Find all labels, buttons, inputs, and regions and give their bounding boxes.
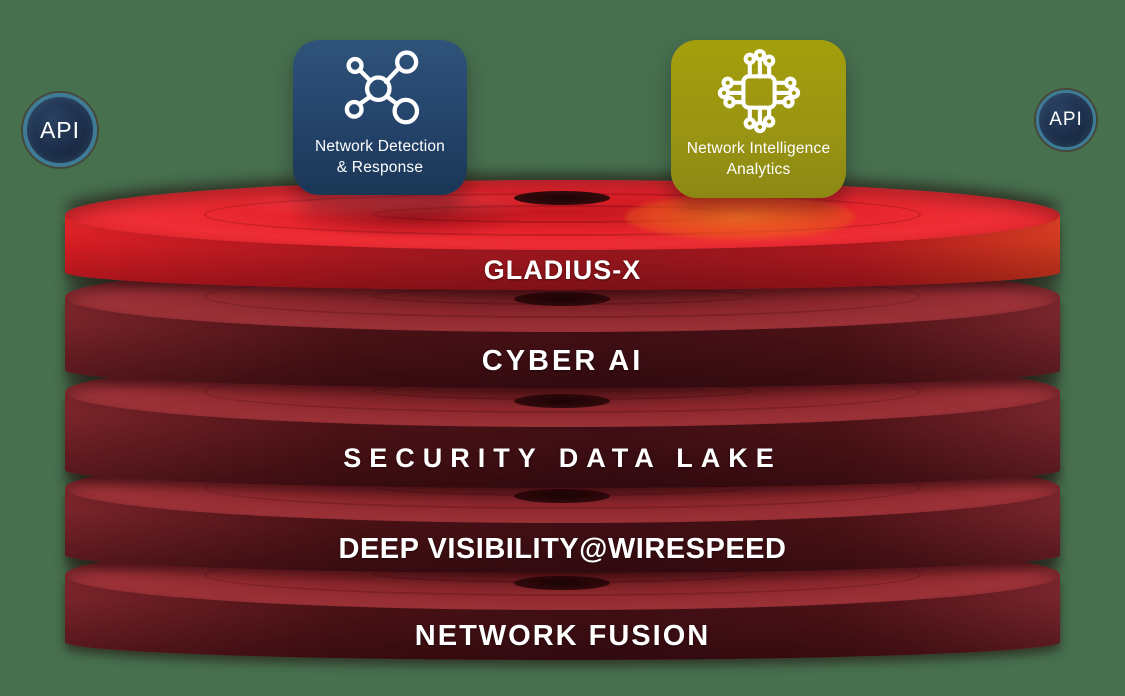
layer-label-gladius-x: GLADIUS-X <box>483 255 642 285</box>
badge-label-line2: Analytics <box>726 161 791 178</box>
badge-network-detection-response: Network Detection & Response <box>293 40 467 195</box>
layer-center-hole <box>514 489 610 503</box>
layer-label-deep-visibility: DEEP VISIBILITY@WIRESPEED <box>338 533 787 565</box>
layer-label-network-fusion: NETWORK FUSION <box>414 620 711 652</box>
layer-center-hole <box>514 191 610 205</box>
badge-label-line2: & Response <box>336 159 424 176</box>
chip-icon <box>717 48 800 134</box>
layer-label-cyber-ai: CYBER AI <box>481 345 644 377</box>
api-badge-left: API <box>23 93 97 167</box>
layer-label-security-data-lake: SECURITY DATA LAKE <box>343 443 782 473</box>
layer-center-hole <box>514 576 610 590</box>
layer-center-hole <box>514 394 610 408</box>
orange-glow <box>625 194 855 240</box>
badge-contact-shadow <box>290 196 525 238</box>
badge-network-intelligence-analytics: Network Intelligence Analytics <box>671 40 846 198</box>
layer-center-hole <box>514 292 610 306</box>
badge-label-line1: Network Intelligence <box>686 140 831 157</box>
network-nodes-icon <box>344 50 420 125</box>
api-left-label: API <box>39 116 81 143</box>
stack-layer-gladius-x: GLADIUS-X <box>65 180 1060 296</box>
api-badge-right: API <box>1036 90 1096 150</box>
api-right-label: API <box>1049 109 1083 130</box>
badge-label-line1: Network Detection <box>314 138 446 155</box>
